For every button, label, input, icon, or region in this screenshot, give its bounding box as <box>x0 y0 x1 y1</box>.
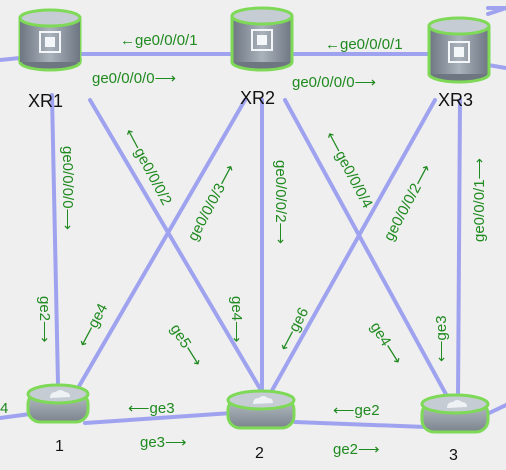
cloud-icon <box>50 390 70 398</box>
link-xr2-sw3 <box>283 98 450 400</box>
router-sw1[interactable] <box>26 383 90 424</box>
link-xr1-left <box>0 56 22 62</box>
router-xr3[interactable] <box>427 16 491 84</box>
if-label: ⟵ge0/0/0/4 <box>321 129 375 211</box>
link-xr3-right <box>486 63 506 70</box>
if-label: 4 <box>0 400 8 417</box>
if-label: ⟵ge2 <box>333 402 380 419</box>
if-label: ge4⟶ <box>228 296 245 343</box>
if-label: ←ge0/0/0/1 <box>325 36 403 53</box>
if-label: ge0/0/0/0⟶ <box>92 70 176 87</box>
if-label: ge0/0/0/0⟶ <box>292 74 376 91</box>
if-label: ⟵ge3 <box>128 400 175 417</box>
chip-icon <box>251 29 273 51</box>
cloud-icon <box>447 400 467 408</box>
if-label: ge0/0/0/1⟶ <box>471 158 488 242</box>
links <box>0 6 506 429</box>
link-xr3-sw2 <box>268 98 437 396</box>
if-label: ge5⟶ <box>167 321 206 369</box>
node-label-sw1: 1 <box>55 438 64 455</box>
node-label-xr3: XR3 <box>438 90 473 110</box>
router-xr1[interactable] <box>18 8 82 72</box>
chip-icon <box>448 41 470 63</box>
link-xr1-sw1 <box>50 93 60 386</box>
router-sw2[interactable] <box>226 389 296 430</box>
link-sw1-left <box>0 412 32 420</box>
if-label: ge0/0/0/2⟶ <box>381 162 435 244</box>
if-label: ge3⟶ <box>140 434 187 451</box>
link-xr2-sw1 <box>76 98 247 390</box>
if-label: ge2⟶ <box>36 296 53 343</box>
if-label: ⟵ge3 <box>433 315 450 362</box>
if-label: ge4⟶ <box>367 319 406 367</box>
node-label-xr2: XR2 <box>240 88 275 108</box>
node-label-sw2: 2 <box>255 445 264 462</box>
if-label: ←ge0/0/0/1 <box>120 32 198 49</box>
if-label: ge0/0/0/3⟶ <box>185 162 239 244</box>
link-xr1-sw2 <box>88 98 264 394</box>
if-label: ge0/0/0/0⟶ <box>59 146 76 230</box>
link-sw2-sw3 <box>293 420 428 429</box>
link-sw1-sw2 <box>83 411 234 425</box>
node-label-sw3: 3 <box>449 447 458 464</box>
if-label: ge2⟶ <box>333 441 380 458</box>
node-label-xr1: XR1 <box>28 91 63 111</box>
router-xr2[interactable] <box>230 6 294 72</box>
router-sw3[interactable] <box>420 393 490 434</box>
link-xr3-sw3 <box>456 98 462 400</box>
if-label: ge0/0/0/2⟶ <box>272 160 289 244</box>
chip-icon <box>39 31 61 53</box>
cloud-icon <box>253 396 273 404</box>
